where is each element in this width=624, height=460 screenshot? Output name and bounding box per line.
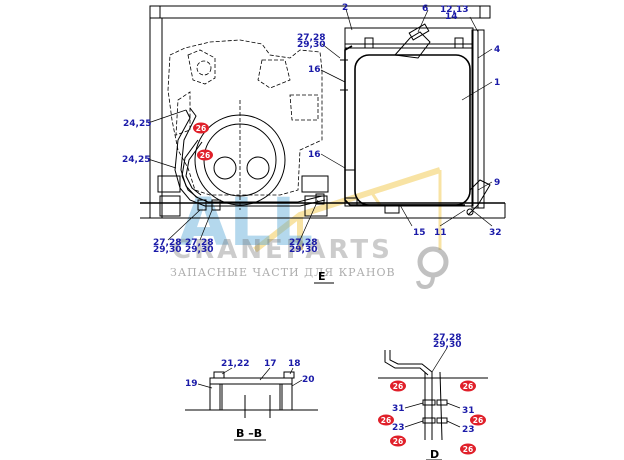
label-16-top: 16 <box>308 65 321 75</box>
frame-left-post <box>149 17 163 219</box>
watermark-sub: CRANEPARTS <box>172 235 393 265</box>
label-29-30: 29,30 <box>433 340 461 350</box>
hose-lines-left <box>174 107 326 207</box>
callout-badge: 26 <box>470 414 486 426</box>
section-label-bb: B –B <box>236 427 262 440</box>
label-27-28-bl1: 27,28 <box>153 238 181 248</box>
hydraulic-tank <box>344 23 491 216</box>
label-29-30-bl3: 29,30 <box>289 245 317 255</box>
label-31-left: 31 <box>392 404 405 414</box>
watermark-tagline: ЗАПАСНЫЕ ЧАСТИ ДЛЯ КРАНОВ <box>170 266 396 279</box>
label-20: 20 <box>302 375 315 385</box>
watermark-brand: ALL <box>178 184 313 261</box>
badge-text: 26 <box>393 437 403 446</box>
badge-text: 26 <box>473 416 483 425</box>
badge-text: 26 <box>393 382 403 391</box>
badge-text: 26 <box>200 151 210 160</box>
callout-badge: 26 <box>193 122 209 134</box>
callout-badge: 26 <box>378 414 394 426</box>
label-16-mid: 16 <box>308 150 321 160</box>
label-29-30-bl1: 29,30 <box>153 245 181 255</box>
main-view: E 2 6 12,13 14 4 1 27,28 <box>122 3 506 284</box>
label-23-right: 23 <box>462 425 475 435</box>
badge-text: 26 <box>463 445 473 454</box>
label-27-28-bl3: 27,28 <box>289 238 317 248</box>
label-27-28-bl2: 27,28 <box>185 238 213 248</box>
badge-text: 26 <box>463 382 473 391</box>
callout-badge: 26 <box>197 149 213 161</box>
callout-badge: 26 <box>460 443 476 455</box>
section-label-e: E <box>318 270 326 283</box>
label-29-30-top: 29,30 <box>297 40 325 50</box>
hook-icon <box>416 246 449 290</box>
callout-badge: 26 <box>390 380 406 392</box>
badge-text: 26 <box>196 124 206 133</box>
label-11: 11 <box>434 228 447 238</box>
section-label-d: D <box>430 448 439 460</box>
watermark: ALL CRANEPARTS ЗАПАСНЫЕ ЧАСТИ ДЛЯ КРАНОВ <box>170 167 449 290</box>
label-4: 4 <box>494 45 500 55</box>
label-23-left: 23 <box>392 423 405 433</box>
badge-text: 26 <box>381 416 391 425</box>
callout-badge: 26 <box>390 435 406 447</box>
label-27-28-top: 27,28 <box>297 33 325 43</box>
label-24-25-b: 24,25 <box>122 155 150 165</box>
label-15: 15 <box>413 228 426 238</box>
label-12-13: 12,13 <box>440 5 468 15</box>
view-b-b: 21,22 17 18 19 20 B –B <box>185 359 318 441</box>
label-18: 18 <box>288 359 301 369</box>
label-21-22: 21,22 <box>221 359 249 369</box>
label-19: 19 <box>185 379 198 389</box>
label-6: 6 <box>422 4 428 14</box>
label-24-25-a: 24,25 <box>123 119 151 129</box>
label-2: 2 <box>342 3 348 13</box>
frame-top-rail <box>149 5 491 19</box>
label-9: 9 <box>494 178 500 188</box>
engine-outline <box>167 39 323 196</box>
view-d: 27,28 29,30 31 31 23 23 26 26 26 26 26 2… <box>378 333 488 460</box>
label-32: 32 <box>489 228 502 238</box>
callout-badge: 26 <box>460 380 476 392</box>
leader-lines <box>147 8 493 241</box>
label-29-30-bl2: 29,30 <box>185 245 213 255</box>
label-27-28: 27,28 <box>433 333 461 343</box>
label-14: 14 <box>445 12 458 22</box>
label-17: 17 <box>264 359 277 369</box>
filler-cap <box>394 23 431 59</box>
label-31-right: 31 <box>462 406 475 416</box>
label-1: 1 <box>494 78 500 88</box>
